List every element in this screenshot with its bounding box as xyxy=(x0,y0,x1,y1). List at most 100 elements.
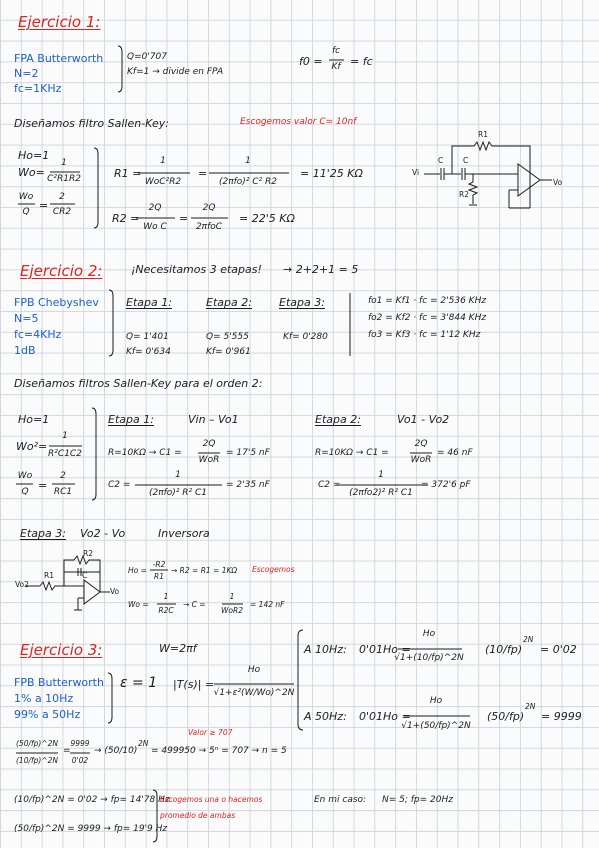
ex2-st1-c2-lhs: C2 = xyxy=(108,480,131,490)
ex2-st2-res: = 46 nF xyxy=(437,448,473,458)
ex3-a50-num: Ho xyxy=(429,696,443,706)
ex3-spec-50hz: 99% a 50Hz xyxy=(14,708,81,721)
ex2-st1-res: = 17'5 nF xyxy=(226,448,270,458)
ex3-a10-label: A 10Hz: xyxy=(304,643,347,656)
ex2-st3-h0-num: -R2 xyxy=(152,560,166,569)
ex2-st3-title: Etapa 3: xyxy=(20,527,66,540)
ex2-st2-r: R=10KΩ → C1 = xyxy=(315,448,389,458)
ex3-ratio-rest2: = 499950 → 5ⁿ = 707 → n = 5 xyxy=(151,746,287,756)
ex1-kf-value: Kf=1 → divide en FPA xyxy=(127,67,224,77)
ex2-st3-c-den: WoR2 xyxy=(221,606,243,615)
ex3-a10-den: √1+(10/fp)^2N xyxy=(394,653,464,663)
ex1-circuit-c1: C xyxy=(438,156,444,165)
ex2-st3-h0-rest: → R2 = R1 = 1KΩ xyxy=(171,566,238,575)
ex3-a50-label: A 50Hz: xyxy=(304,710,347,723)
ex3-ratio-exp: 2N xyxy=(138,739,149,748)
ex1-wq-rnum: 2 xyxy=(59,192,65,202)
ex2-st3-w0-den: R2C xyxy=(158,606,174,615)
ex3-heading: Ejercicio 3: xyxy=(20,641,103,659)
ex2-st2-c2-lhs: C2 = xyxy=(318,480,341,490)
ex2-st3-w0: Wo = xyxy=(128,600,149,609)
ex1-heading: Ejercicio 1: xyxy=(18,13,101,31)
ex3-ratio-vden: 0'02 xyxy=(71,756,89,765)
ex2-w0-num: 1 xyxy=(62,431,68,441)
ex1-r2-lhs: R2 = xyxy=(112,212,140,225)
ex1-circuit-r1: R1 xyxy=(478,130,488,139)
ex2-st3-c-num: 1 xyxy=(229,592,235,601)
ex2-spec-fc: fc=4KHz xyxy=(14,328,62,341)
ex2-st2-title: Etapa 2: xyxy=(315,413,361,426)
ex1-r2-num2: 2Q xyxy=(202,203,216,213)
ex1-w0-num: 1 xyxy=(61,158,67,168)
ex2-etapa2-q: Q= 5'555 xyxy=(206,332,249,342)
ex2-spec-type: FPB Chebyshev xyxy=(14,296,99,309)
ex1-f0-den: Kf xyxy=(331,62,341,72)
ex2-fo1: fo1 = Kf1 · fc = 2'536 KHz xyxy=(368,296,487,306)
ex2-etapa1-q: Q= 1'401 xyxy=(126,332,169,342)
ex2-circuit-c: C xyxy=(82,571,88,580)
ex2-circuit-r1: R1 xyxy=(44,571,54,580)
ex1-design-note: Escogemos valor C= 10nf xyxy=(240,117,357,127)
ex1-r1-lhs: R1 = xyxy=(114,167,142,180)
ex2-wq-rnum: 2 xyxy=(60,471,66,481)
ex2-wq-rden: RC1 xyxy=(53,487,73,497)
ex1-r2-den1: Wo C xyxy=(143,222,167,232)
ex2-wq-den: Q xyxy=(21,487,29,497)
ex2-spec-ripple: 1dB xyxy=(14,344,36,357)
ex1-f0-num: fc xyxy=(331,46,341,56)
ex1-f0-rhs: = fc xyxy=(350,55,373,68)
ex2-st3-res: = 142 nF xyxy=(250,600,285,609)
ex1-spec-type: FPA Butterworth xyxy=(14,52,104,65)
ex1-design-title: Diseñamos filtro Sallen-Key: xyxy=(14,117,169,130)
ex2-fraction-bars xyxy=(16,445,432,605)
ex1-wq-num: Wo xyxy=(18,192,34,202)
ex3-tf-lhs: |T(s)| = xyxy=(173,678,215,691)
ex2-st1-den: WoR xyxy=(198,455,220,465)
ex2-st1-io: Vin – Vo1 xyxy=(188,413,239,426)
ex1-circuit-vi: Vi xyxy=(412,168,420,177)
ex2-w0-lhs: Wo²= xyxy=(16,440,48,453)
ex1-r2-den2: 2πfoC xyxy=(195,222,223,232)
ex3-mi-caso-value: N= 5; fp= 20Hz xyxy=(382,795,453,805)
ex2-st1-c2-den: (2πfo)² R² C1 xyxy=(148,488,208,498)
ex2-wq-num: Wo xyxy=(17,471,33,481)
ex3-spec-10hz: 1% a 10Hz xyxy=(14,692,74,705)
ex1-h0: Ho=1 xyxy=(18,149,50,162)
ex1-r1-num1: 1 xyxy=(160,156,166,166)
ex2-st2-c2-den: (2πfo2)² R² C1 xyxy=(349,488,413,498)
ex3-tf-num: Ho xyxy=(247,665,261,675)
ex3-brackets-lines xyxy=(107,629,304,843)
ex1-w0-lhs: Wo= xyxy=(18,166,45,179)
ex3-a10-rhs-base: (10/fp) xyxy=(485,643,523,656)
ex2-st3-io: Vo2 - Vo xyxy=(80,527,126,540)
ex3-valor-note: Valor ≥ 707 xyxy=(188,728,233,737)
ex2-st3-w0-num: 1 xyxy=(163,592,169,601)
ex2-st1-r: R=10KΩ → C1 = xyxy=(108,448,182,458)
ex2-brackets-lines xyxy=(91,289,351,501)
ex2-st2-c2-res: = 372'6 pF xyxy=(421,480,471,490)
ex3-a50-rhs-base: (50/fp) xyxy=(487,710,525,723)
ex1-w0-den: C²R1R2 xyxy=(47,174,81,184)
ex3-epsilon: ε = 1 xyxy=(120,675,158,691)
ex2-st3-h0-den: R1 xyxy=(154,572,164,581)
ex3-mi-caso-label: En mi caso: xyxy=(314,795,367,805)
ex3-tf-den: √1+ε²(W/Wo)^2N xyxy=(213,688,295,698)
ex2-fo2: fo2 = Kf2 · fc = 3'844 KHz xyxy=(368,313,487,323)
ex3-ratio-num: (50/fp)^2N xyxy=(16,739,58,748)
ex1-q-value: Q=0'707 xyxy=(127,52,168,62)
ex3-ratio-rest1: → (50/10) xyxy=(94,746,138,756)
ex1-circuit-vo: Vo xyxy=(553,178,563,187)
ex2-circuit-r2: R2 xyxy=(83,549,93,558)
ex3-ratio-den: (10/fp)^2N xyxy=(16,756,58,765)
ex1-sallen-key-circuit xyxy=(424,140,552,209)
ex3-a50-rhs-exp: 2N xyxy=(525,702,536,711)
ex3-ratio-vnum: 9999 xyxy=(70,739,90,748)
ex2-wq-eq: = xyxy=(38,479,48,492)
ex3-spec-type: FPB Butterworth xyxy=(14,676,104,689)
ex2-etapa1-title: Etapa 1: xyxy=(126,296,172,309)
ex3-a10-lhs: 0'01Ho = xyxy=(359,643,411,656)
ex2-fo3: fo3 = Kf3 · fc = 1'12 KHz xyxy=(368,330,481,340)
ex1-r2-result: = 22'5 KΩ xyxy=(239,212,295,225)
